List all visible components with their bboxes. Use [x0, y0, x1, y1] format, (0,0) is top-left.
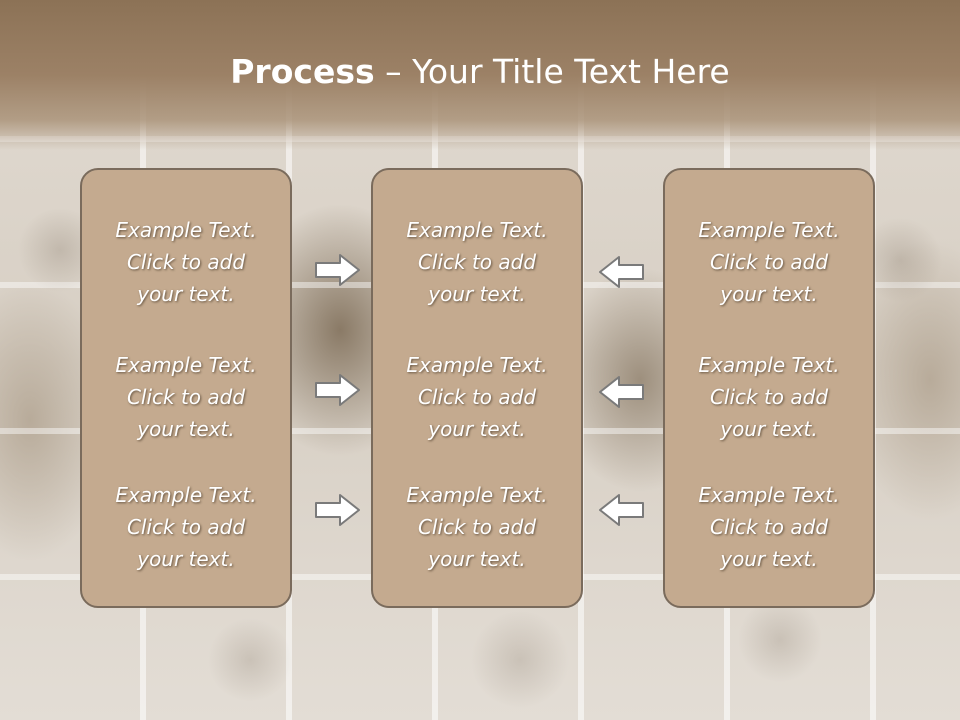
text-line: your text.	[137, 547, 235, 571]
text-line: Click to add	[126, 385, 246, 409]
text-line: Click to add	[417, 515, 537, 539]
process-box-left[interactable]: Example Text. Click to add your text. Ex…	[80, 168, 292, 608]
text-line: Example Text.	[115, 353, 257, 377]
process-box-right[interactable]: Example Text. Click to add your text. Ex…	[663, 168, 875, 608]
arrow-left-icon[interactable]	[597, 492, 645, 528]
text-line: Example Text.	[698, 483, 840, 507]
arrow-left-icon[interactable]	[597, 374, 645, 410]
arrow-left-icon[interactable]	[597, 254, 645, 290]
text-line: your text.	[137, 417, 235, 441]
text-line: Example Text.	[115, 483, 257, 507]
text-placeholder[interactable]: Example Text. Click to add your text.	[665, 214, 873, 310]
arrow-right-icon[interactable]	[314, 372, 362, 408]
arrow-right-icon[interactable]	[314, 252, 362, 288]
process-box-middle[interactable]: Example Text. Click to add your text. Ex…	[371, 168, 583, 608]
text-line: Example Text.	[406, 353, 548, 377]
text-placeholder[interactable]: Example Text. Click to add your text.	[82, 479, 290, 575]
text-line: Example Text.	[698, 218, 840, 242]
text-line: your text.	[137, 282, 235, 306]
text-line: your text.	[428, 547, 526, 571]
text-line: Click to add	[417, 250, 537, 274]
text-line: Example Text.	[698, 353, 840, 377]
text-line: your text.	[720, 547, 818, 571]
title-rest: – Your Title Text Here	[374, 52, 730, 91]
text-placeholder[interactable]: Example Text. Click to add your text.	[373, 349, 581, 445]
title-bold: Process	[230, 52, 375, 91]
text-placeholder[interactable]: Example Text. Click to add your text.	[82, 214, 290, 310]
text-line: Click to add	[709, 515, 829, 539]
text-line: Example Text.	[406, 483, 548, 507]
text-line: Click to add	[417, 385, 537, 409]
text-line: Example Text.	[406, 218, 548, 242]
text-line: Click to add	[709, 250, 829, 274]
text-line: Click to add	[709, 385, 829, 409]
text-line: your text.	[720, 282, 818, 306]
arrow-right-icon[interactable]	[314, 492, 362, 528]
text-line: your text.	[720, 417, 818, 441]
text-placeholder[interactable]: Example Text. Click to add your text.	[665, 479, 873, 575]
title-bar	[0, 0, 960, 150]
text-placeholder[interactable]: Example Text. Click to add your text.	[82, 349, 290, 445]
text-placeholder[interactable]: Example Text. Click to add your text.	[373, 214, 581, 310]
text-line: Example Text.	[115, 218, 257, 242]
text-line: Click to add	[126, 515, 246, 539]
text-placeholder[interactable]: Example Text. Click to add your text.	[665, 349, 873, 445]
text-placeholder[interactable]: Example Text. Click to add your text.	[373, 479, 581, 575]
text-line: your text.	[428, 417, 526, 441]
text-line: Click to add	[126, 250, 246, 274]
text-line: your text.	[428, 282, 526, 306]
slide-title[interactable]: Process – Your Title Text Here	[0, 52, 960, 91]
